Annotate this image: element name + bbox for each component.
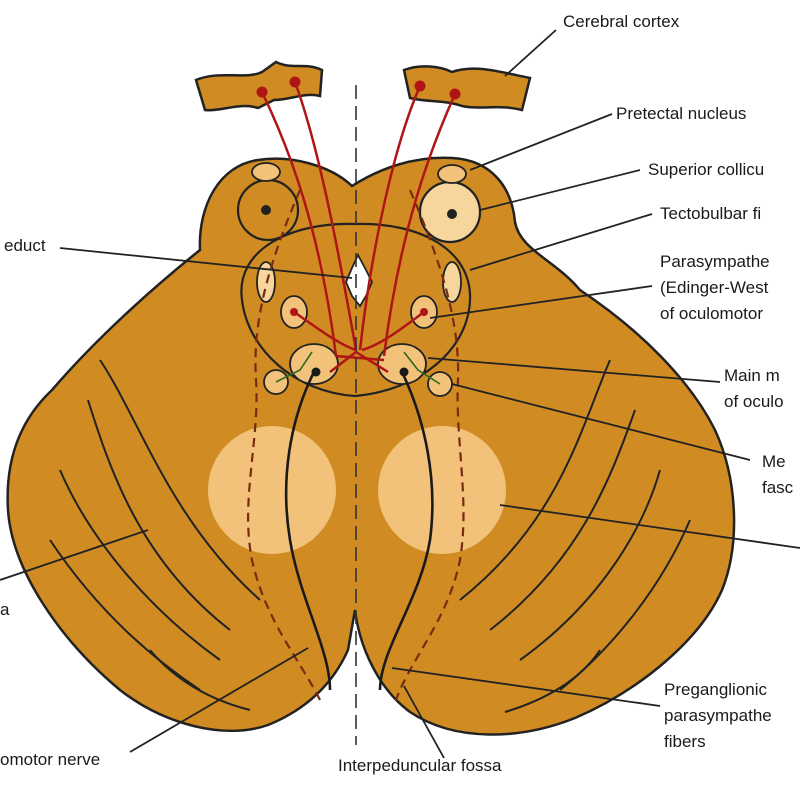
label-medial-2: fasc (762, 478, 794, 497)
preganglionic-dashed-fibers (247, 189, 465, 701)
label-left-a: a (0, 600, 10, 619)
cortex-dots (256, 76, 461, 316)
cerebral-peduncle-left-lines (49, 359, 261, 711)
label-aqueduct: educt (4, 236, 46, 255)
lateral-oval-right (442, 261, 462, 303)
midbrain-section (6, 156, 736, 736)
label-superior-colliculus: Superior collicu (648, 160, 765, 179)
label-main-motor-2: of oculo (724, 392, 784, 411)
oculomotor-nerve-fibers (284, 371, 434, 691)
cerebral-cortex-left (194, 60, 324, 112)
oculomotor-interneuron-fibers (275, 351, 441, 385)
label-oculomotor-nerve: omotor nerve (0, 750, 101, 769)
label-parasympathetic-1: Parasympathe (660, 252, 770, 271)
oculomotor-nucleus-right (377, 343, 427, 385)
pretectal-nucleus-left (251, 162, 281, 182)
cerebral-aqueduct (345, 252, 373, 308)
label-preganglionic-1: Preganglionic (664, 680, 768, 699)
label-preganglionic-2: parasympathe (664, 706, 772, 725)
label-preganglionic-3: fibers (664, 732, 706, 751)
nerve-origin-right (399, 367, 409, 377)
label-parasympathetic-2: (Edinger-West (660, 278, 769, 297)
label-main-motor-1: Main m (724, 366, 780, 385)
nerve-origin-left (311, 367, 321, 377)
oculomotor-nucleus-left (289, 343, 339, 385)
nucleus-large-left (208, 426, 336, 554)
label-pretectal-nucleus: Pretectal nucleus (616, 104, 747, 123)
leader-lines (0, 29, 800, 759)
label-medial-1: Me (762, 452, 786, 471)
label-interpeduncular-fossa: Interpeduncular fossa (338, 756, 502, 775)
label-tectobulbar: Tectobulbar fi (660, 204, 762, 223)
pretectal-nucleus-right (437, 164, 467, 184)
cerebral-cortex-right (402, 65, 532, 112)
label-cerebral-cortex: Cerebral cortex (563, 12, 680, 31)
nucleus-large-right (378, 426, 506, 554)
colliculus-dot-right (447, 209, 457, 219)
cerebral-peduncle-right-lines (459, 359, 691, 713)
pretectal-pathways (260, 81, 457, 374)
label-parasympathetic-3: of oculomotor (660, 304, 763, 323)
colliculus-dot-left (261, 205, 271, 215)
